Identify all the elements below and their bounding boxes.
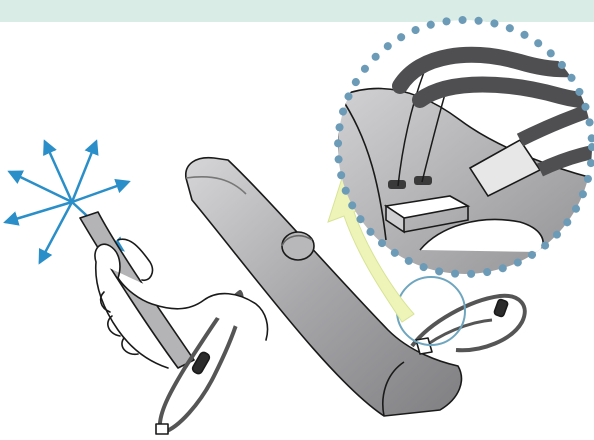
remote-strap-illustration [0, 0, 594, 440]
